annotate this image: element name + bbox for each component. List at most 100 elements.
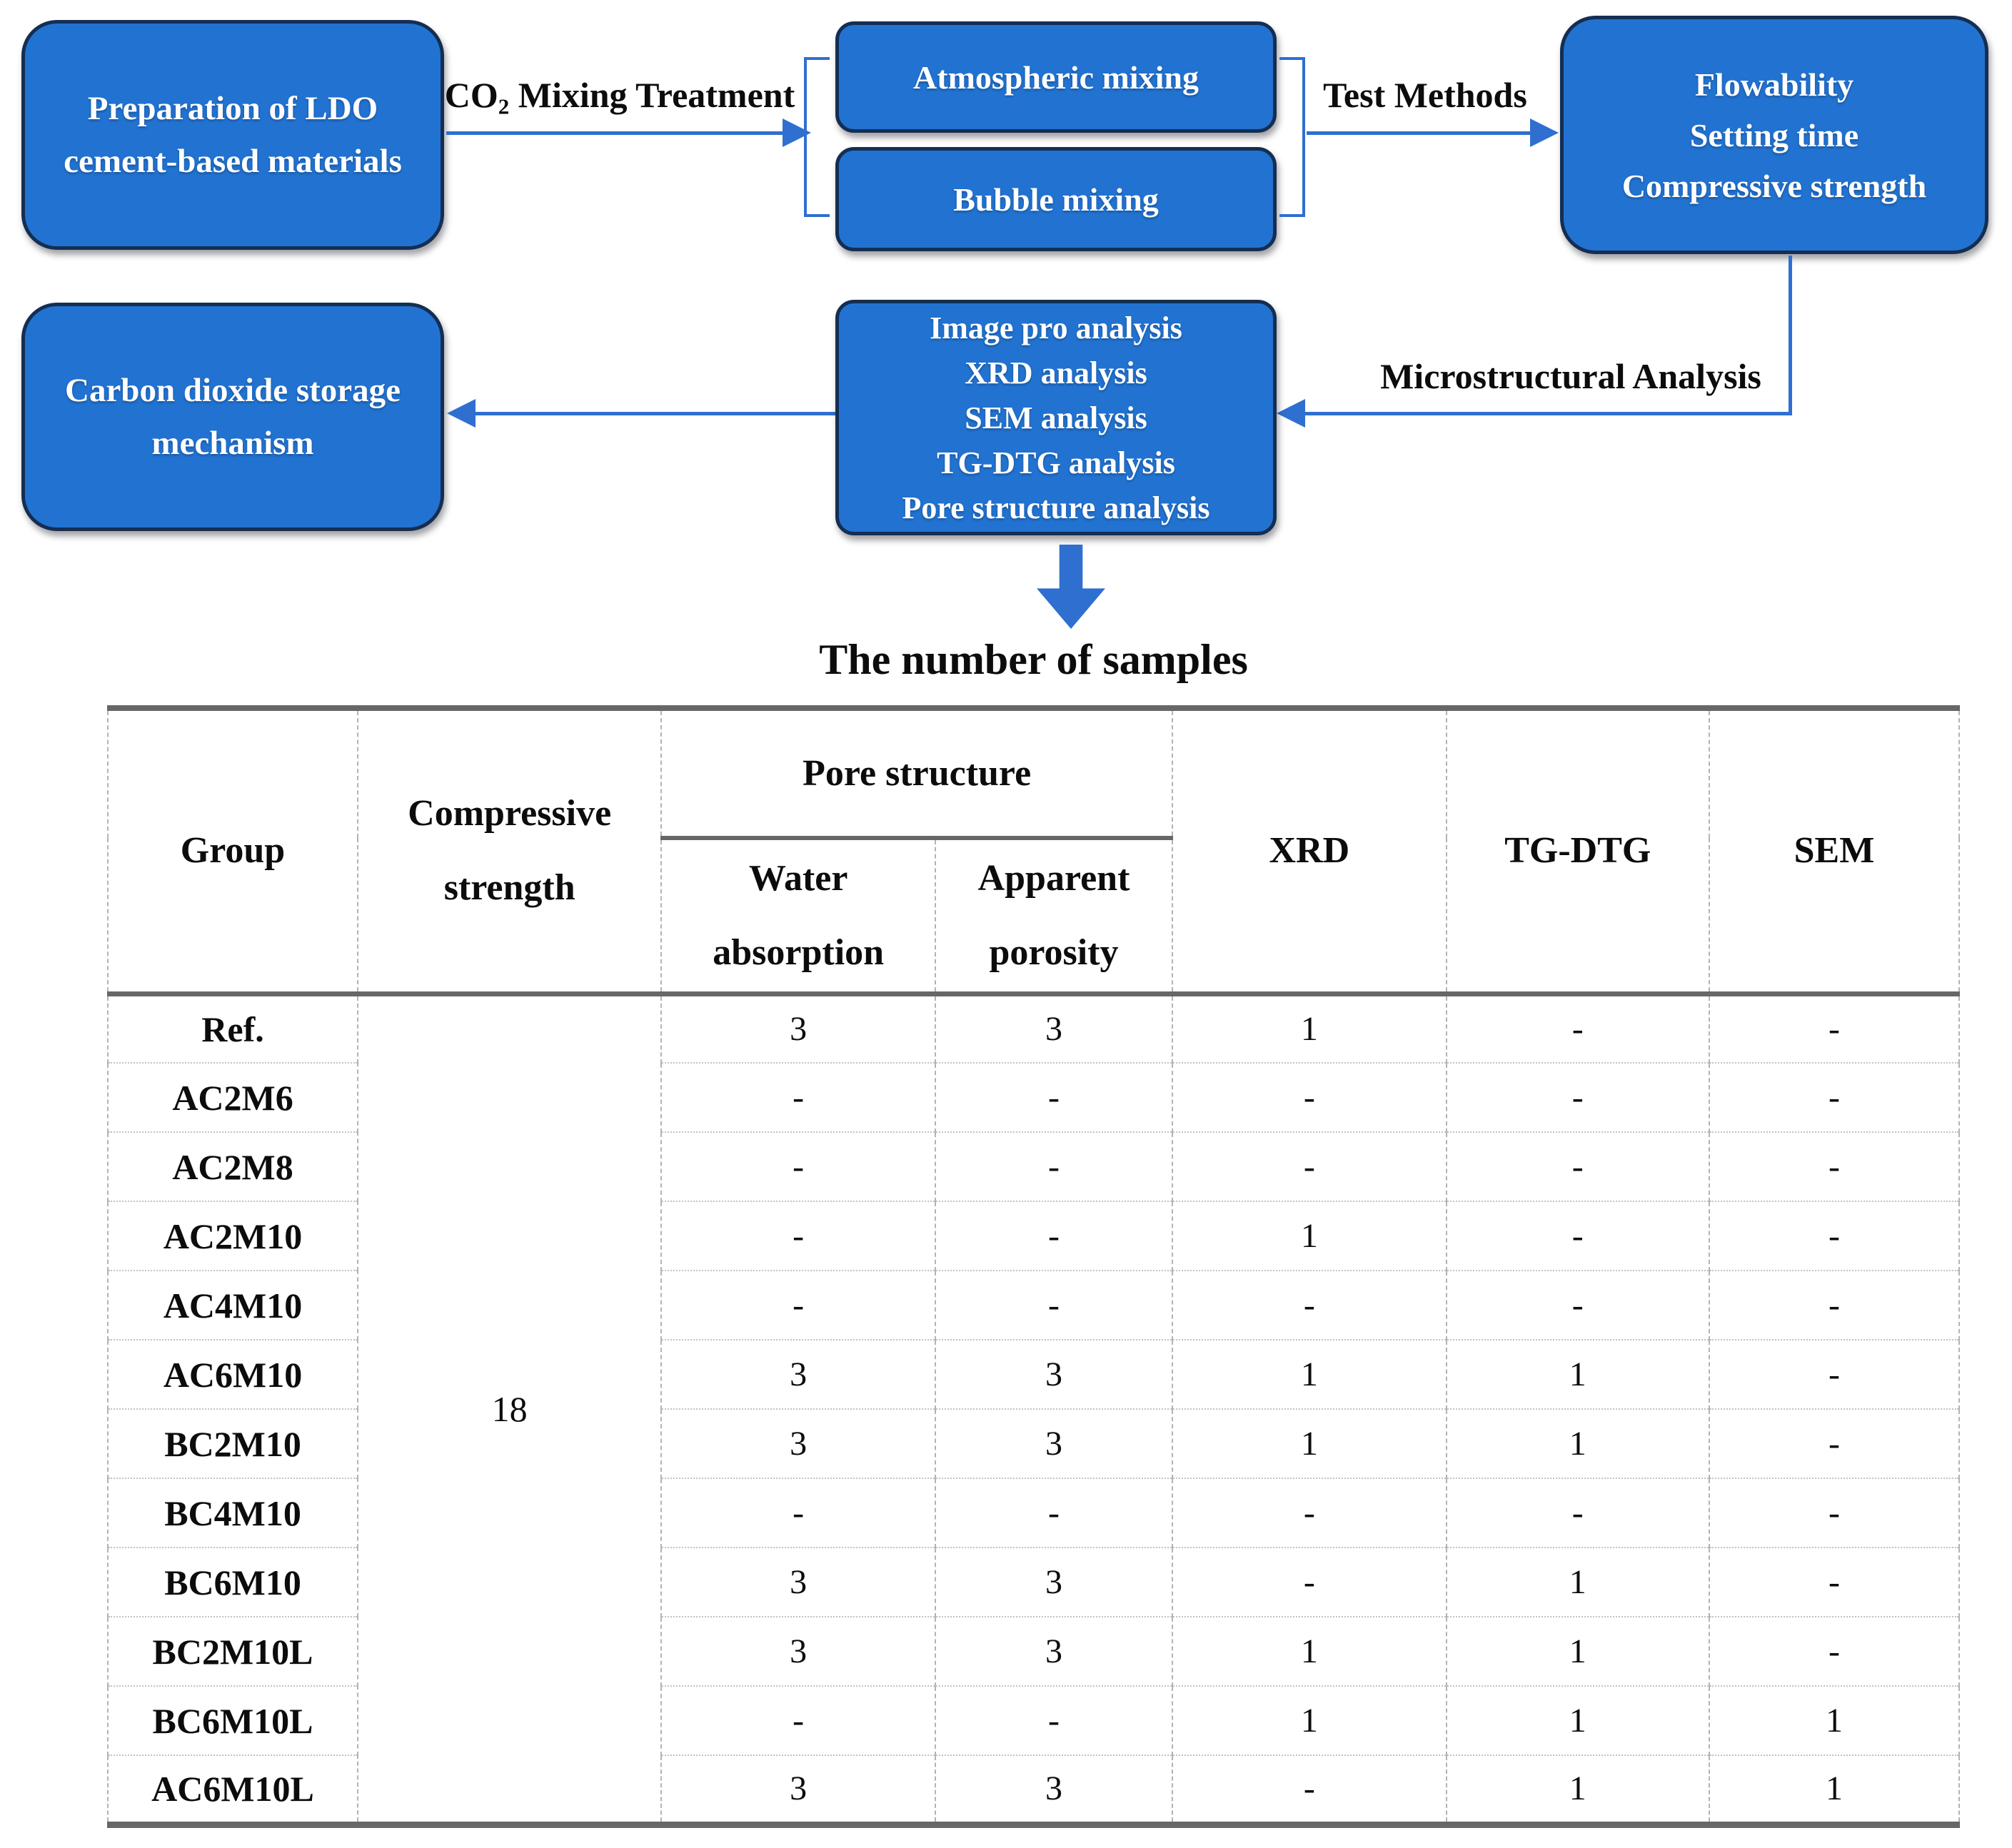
- group-cell: BC6M10: [106, 1547, 358, 1617]
- tg-dtg-cell: 1: [1445, 1547, 1709, 1617]
- water-absorption-cell: 3: [660, 1547, 936, 1617]
- preparation-box: Preparation of LDO cement-based material…: [21, 20, 444, 250]
- analysis-line-4: TG-DTG analysis: [937, 445, 1175, 480]
- test-results-line-3: Compressive strength: [1621, 167, 1927, 204]
- water-absorption-cell: 3: [660, 1408, 936, 1478]
- water-absorption-cell: -: [660, 1131, 936, 1201]
- tg-dtg-cell: -: [1445, 1270, 1709, 1340]
- sem-cell: -: [1708, 1408, 1961, 1478]
- analysis-line-3: SEM analysis: [965, 400, 1147, 435]
- tg-dtg-cell: -: [1445, 994, 1709, 1063]
- carbon-storage-line-2: mechanism: [151, 425, 314, 462]
- mixing-right-bracket: [1279, 57, 1305, 217]
- apparent-porosity-cell: 3: [935, 994, 1172, 1063]
- table-row: AC2M8-----: [106, 1131, 1961, 1201]
- microstructural-arrow-line: [1287, 412, 1792, 415]
- test-results-line-1: Flowability: [1694, 66, 1854, 103]
- xrd-cell: -: [1171, 1754, 1447, 1824]
- group-cell: BC6M10L: [106, 1685, 358, 1755]
- apparent-porosity-cell: -: [935, 1131, 1172, 1201]
- group-cell: AC2M6: [106, 1062, 358, 1132]
- apparent-porosity-cell: 3: [935, 1408, 1172, 1478]
- sem-cell: -: [1708, 1547, 1961, 1617]
- sem-cell: -: [1708, 1062, 1961, 1132]
- xrd-cell: 1: [1171, 1201, 1447, 1271]
- sem-cell: 1: [1708, 1754, 1961, 1824]
- apparent-porosity-cell: 3: [935, 1616, 1172, 1686]
- water-absorption-cell: -: [660, 1201, 936, 1271]
- xrd-cell: -: [1171, 1131, 1447, 1201]
- apparent-porosity-cell: -: [935, 1270, 1172, 1340]
- group-cell: BC2M10L: [106, 1616, 358, 1686]
- header-xrd: XRD: [1171, 708, 1447, 996]
- sem-cell: -: [1708, 994, 1961, 1063]
- apparent-porosity-cell: 3: [935, 1339, 1172, 1409]
- table-row: AC2M6-----: [106, 1062, 1961, 1132]
- analysis-line-2: XRD analysis: [965, 355, 1147, 390]
- test-results-line-2: Setting time: [1689, 116, 1859, 153]
- microstructural-elbow-vertical: [1789, 256, 1792, 415]
- sem-cell: -: [1708, 1616, 1961, 1686]
- tg-dtg-cell: 1: [1445, 1616, 1709, 1686]
- apparent-porosity-cell: 3: [935, 1754, 1172, 1824]
- sem-cell: 1: [1708, 1685, 1961, 1755]
- water-absorption-cell: 3: [660, 1339, 936, 1409]
- header-tg-dtg: TG-DTG: [1445, 708, 1709, 996]
- microstructural-arrow-head-icon: [1277, 399, 1305, 428]
- tg-dtg-cell: -: [1445, 1478, 1709, 1547]
- co2-label-subscript: 2: [498, 94, 510, 119]
- sem-cell: -: [1708, 1270, 1961, 1340]
- header-water-absorption: Water absorption: [660, 838, 936, 996]
- water-absorption-cell: -: [660, 1478, 936, 1547]
- compressive-strength-total-cell: 18: [357, 994, 662, 1824]
- xrd-cell: 1: [1171, 1685, 1447, 1755]
- xrd-cell: -: [1171, 1270, 1447, 1340]
- group-cell: AC6M10: [106, 1339, 358, 1409]
- tg-dtg-cell: 1: [1445, 1408, 1709, 1478]
- samples-table-header: Group Compressive strength Pore structur…: [106, 708, 1961, 996]
- xrd-cell: 1: [1171, 1408, 1447, 1478]
- sem-cell: -: [1708, 1339, 1961, 1409]
- analysis-line-1: Image pro analysis: [930, 310, 1182, 345]
- test-methods-arrow-line: [1307, 131, 1531, 135]
- xrd-cell: -: [1171, 1478, 1447, 1547]
- xrd-cell: -: [1171, 1062, 1447, 1132]
- tg-dtg-cell: 1: [1445, 1685, 1709, 1755]
- water-absorption-cell: 3: [660, 994, 936, 1063]
- preparation-line-2: cement-based materials: [64, 143, 402, 180]
- header-apparent-porosity: Apparent porosity: [935, 838, 1172, 996]
- co2-arrow-line: [446, 131, 784, 135]
- apparent-porosity-cell: 3: [935, 1547, 1172, 1617]
- bubble-mixing-label: Bubble mixing: [953, 181, 1159, 218]
- group-cell: BC2M10: [106, 1408, 358, 1478]
- test-methods-arrow-head-icon: [1530, 118, 1559, 147]
- xrd-cell: 1: [1171, 1616, 1447, 1686]
- water-absorption-cell: 3: [660, 1754, 936, 1824]
- table-title: The number of samples: [819, 636, 1248, 683]
- sem-cell: -: [1708, 1131, 1961, 1201]
- preparation-line-1: Preparation of LDO: [87, 90, 378, 127]
- xrd-cell: -: [1171, 1547, 1447, 1617]
- apparent-porosity-cell: -: [935, 1478, 1172, 1547]
- group-cell: AC6M10L: [106, 1754, 358, 1824]
- group-cell: AC2M8: [106, 1131, 358, 1201]
- xrd-cell: 1: [1171, 994, 1447, 1063]
- group-cell: Ref.: [106, 994, 358, 1063]
- analysis-line-5: Pore structure analysis: [902, 490, 1210, 525]
- co2-label-prefix: CO: [444, 75, 498, 115]
- group-cell: AC2M10: [106, 1201, 358, 1271]
- header-compressive-strength: Compressive strength: [357, 708, 662, 996]
- carbon-arrow-line: [474, 412, 835, 415]
- down-block-arrow-icon: [1037, 545, 1105, 629]
- carbon-storage-box: Carbon dioxide storage mechanism: [21, 303, 444, 531]
- test-results-box: Flowability Setting time Compressive str…: [1560, 16, 1988, 254]
- co2-mixing-treatment-label: CO2 Mixing Treatment: [434, 74, 805, 119]
- table-row: BC4M10-----: [106, 1478, 1961, 1547]
